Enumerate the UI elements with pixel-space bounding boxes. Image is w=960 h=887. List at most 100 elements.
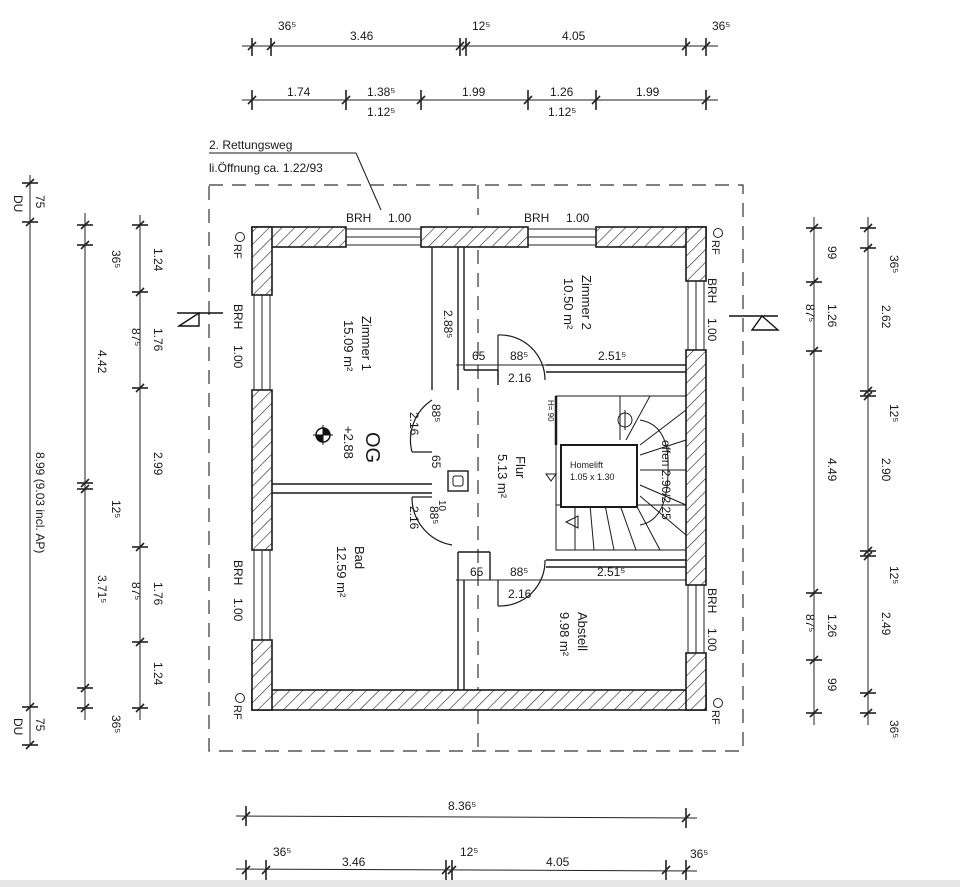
interior-walls (272, 247, 686, 690)
svg-text:2.88⁵: 2.88⁵ (441, 310, 455, 338)
homelift-size: 1.05 x 1.30 (570, 472, 615, 482)
svg-text:1.24: 1.24 (151, 662, 165, 686)
rescue-route-opening: li.Öffnung ca. 1.22/93 (209, 161, 323, 175)
svg-text:4.42: 4.42 (95, 350, 109, 374)
svg-text:1.00: 1.00 (388, 211, 412, 225)
svg-text:12.59 m²: 12.59 m² (334, 546, 349, 598)
dim-top2-1125-b: 1.12⁵ (548, 105, 576, 119)
dim-top1-365-left: 36⁵ (278, 19, 296, 33)
dim-top1-125: 12⁵ (472, 19, 490, 33)
room-abstell: Abstell 9.98 m² (557, 612, 590, 657)
roof-outline (208, 184, 744, 752)
svg-text:2.49: 2.49 (879, 612, 893, 636)
svg-text:1.76: 1.76 (151, 582, 165, 606)
dim-top2-174: 1.74 (287, 85, 311, 99)
svg-text:75: 75 (33, 718, 47, 732)
rescue-route-note: 2. Rettungsweg li.Öffnung ca. 1.22/93 (209, 138, 382, 211)
svg-text:RF: RF (709, 240, 721, 255)
dim-top2-199-a: 1.99 (462, 85, 486, 99)
svg-text:Zimmer 1: Zimmer 1 (359, 316, 374, 371)
flur-arrow-icon (545, 473, 557, 482)
door-swings (409, 334, 546, 607)
svg-text:Bad: Bad (352, 546, 367, 569)
svg-text:DU: DU (11, 718, 25, 735)
section-marker-right-icon (729, 314, 780, 331)
stair-direction-arrow-icon (564, 515, 579, 529)
left-dimension-chain-inner: 1.24 1.76 87⁵ 2.99 1.76 87⁵ 1.24 (129, 215, 165, 720)
room-flur: Flur 5.13 m² (495, 454, 528, 499)
homelift-label: Homelift (570, 460, 604, 470)
svg-text:1.00: 1.00 (705, 318, 719, 342)
svg-text:BRH: BRH (524, 211, 549, 225)
rescue-route-title: 2. Rettungsweg (209, 138, 292, 152)
svg-text:2.99: 2.99 (151, 452, 165, 476)
svg-text:87⁵: 87⁵ (803, 304, 817, 322)
dim-top2-1385: 1.38⁵ (367, 85, 395, 99)
dim-top1-365-right: 36⁵ (712, 19, 730, 33)
dim-top2-126: 1.26 (550, 85, 574, 99)
svg-text:12⁵: 12⁵ (460, 845, 478, 859)
svg-text:1.00: 1.00 (705, 628, 719, 652)
dim-top1-405: 4.05 (562, 29, 586, 43)
svg-text:36⁵: 36⁵ (690, 847, 708, 861)
svg-text:2.62: 2.62 (879, 305, 893, 329)
svg-text:Zimmer 2: Zimmer 2 (579, 275, 594, 330)
svg-text:4.49: 4.49 (825, 458, 839, 482)
svg-text:RF: RF (231, 244, 243, 259)
svg-text:65: 65 (472, 349, 486, 363)
svg-text:BRH: BRH (346, 211, 371, 225)
svg-text:2.16: 2.16 (407, 506, 421, 530)
svg-text:36⁵: 36⁵ (109, 250, 123, 268)
svg-text:88⁵: 88⁵ (510, 565, 528, 579)
room-bad: Bad 12.59 m² (334, 546, 367, 598)
left-dimension-chain-outer: 75 DU 8.99 (9.03 incl. AP) 75 DU (11, 175, 47, 750)
svg-text:10.50 m²: 10.50 m² (561, 278, 576, 330)
dim-top2-1125-a: 1.12⁵ (367, 105, 395, 119)
bottom-dimension-total: 8.36⁵ (235, 799, 698, 828)
svg-text:99: 99 (825, 246, 839, 260)
svg-text:2.51⁵: 2.51⁵ (597, 565, 625, 579)
right-dimension-chain-inner: 99 1.26 87⁵ 4.49 1.26 87⁵ 99 (803, 217, 839, 725)
svg-text:BRH: BRH (231, 304, 245, 329)
svg-text:99: 99 (825, 678, 839, 692)
level-height: +2.88 (341, 426, 356, 459)
left-dimension-chain-middle: 36⁵ 4.42 12⁵ 3.71⁵ 36⁵ (77, 213, 123, 733)
svg-text:8.99 (9.03 incl. AP): 8.99 (9.03 incl. AP) (33, 452, 47, 553)
svg-text:DU: DU (11, 195, 25, 212)
svg-text:36⁵: 36⁵ (887, 255, 901, 273)
level-label: OG (361, 432, 383, 463)
exterior-walls (251, 226, 707, 711)
svg-text:2.90: 2.90 (879, 458, 893, 482)
svg-text:5.13 m²: 5.13 m² (495, 454, 510, 499)
level-height-symbol-icon (313, 425, 333, 445)
shaft-icon (447, 470, 469, 492)
svg-text:87⁵: 87⁵ (803, 614, 817, 632)
svg-text:2.16: 2.16 (508, 587, 532, 601)
svg-text:RF: RF (709, 710, 721, 725)
svg-text:12⁵: 12⁵ (887, 566, 901, 584)
stair-railing-height: H= 90 (546, 400, 555, 422)
svg-text:4.05: 4.05 (546, 855, 570, 869)
svg-text:2.51⁵: 2.51⁵ (598, 349, 626, 363)
level-marker: OG +2.88 (313, 425, 383, 463)
svg-text:87⁵: 87⁵ (129, 582, 143, 600)
room-zimmer-2: Zimmer 2 10.50 m² (561, 275, 594, 330)
svg-text:1.26: 1.26 (825, 614, 839, 638)
homelift: Homelift 1.05 x 1.30 (560, 444, 638, 508)
svg-text:75: 75 (33, 195, 47, 209)
svg-text:10: 10 (436, 500, 447, 512)
svg-text:RF: RF (231, 705, 243, 720)
svg-text:1.76: 1.76 (151, 328, 165, 352)
svg-text:88⁵: 88⁵ (510, 349, 528, 363)
svg-text:Abstell: Abstell (575, 612, 590, 651)
svg-text:15.09 m²: 15.09 m² (341, 320, 356, 372)
window-annotations: BRH 1.00 BRH 1.00 BRH 1.00 BRH 1.00 BRH … (231, 211, 723, 725)
svg-text:3.71⁵: 3.71⁵ (95, 575, 109, 603)
stair-label: offen 2.90/2.25 (659, 440, 673, 520)
svg-text:65: 65 (470, 565, 484, 579)
windows (253, 228, 705, 654)
svg-text:88⁵: 88⁵ (427, 506, 441, 524)
svg-text:12⁵: 12⁵ (887, 404, 901, 422)
dim-top2-199-b: 1.99 (636, 85, 660, 99)
